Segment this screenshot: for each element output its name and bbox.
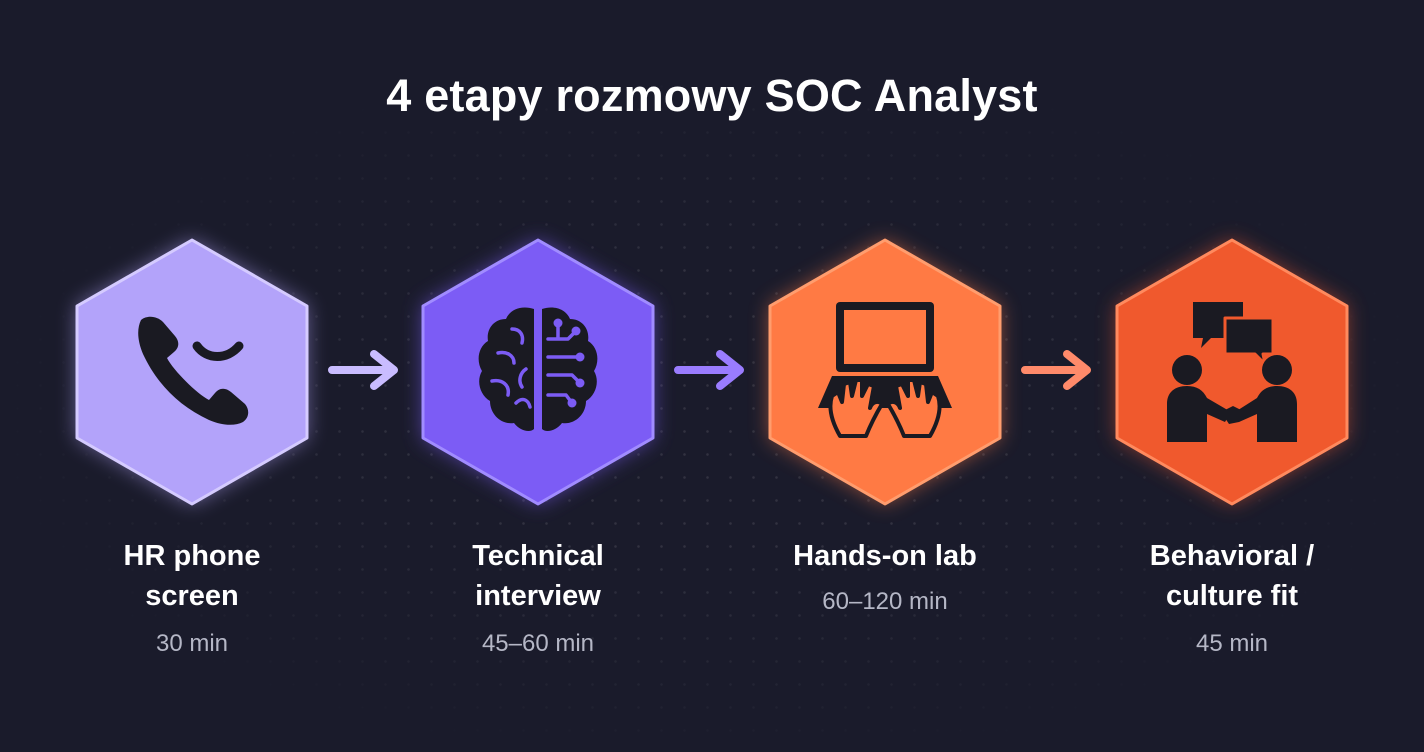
handshake-chat-icon [1167, 302, 1297, 442]
stage-duration: 45–60 min [481, 630, 595, 657]
stage-label-hands-on-lab: Hands-on lab 60–120 min [755, 536, 1015, 618]
stage-label-behavioral-culture-fit: Behavioral / culture fit 45 min [1102, 536, 1362, 660]
stage-behavioral-culture-fit-hexagon [1107, 234, 1357, 510]
stage-hands-on-lab-hexagon [760, 234, 1010, 510]
stage-name-line1: Behavioral / [1149, 540, 1315, 572]
phone-icon [138, 316, 249, 425]
stage-name-line2: culture fit [1165, 580, 1299, 612]
stage-duration: 60–120 min [822, 588, 948, 615]
stage-duration: 45 min [1195, 630, 1269, 657]
stage-label-hr-phone-screen: HR phone screen 30 min [62, 536, 322, 660]
stage-duration: 30 min [155, 630, 229, 657]
stage-name-line1: Technical [472, 540, 604, 572]
laptop-hands-icon [818, 302, 952, 438]
page-title: 4 etapy rozmowy SOC Analyst [386, 70, 1038, 121]
stage-name-line2: screen [145, 580, 239, 612]
stage-hr-phone-screen-hexagon [67, 234, 317, 510]
arrow-right-icon [674, 350, 744, 390]
stage-technical-interview-hexagon [413, 234, 663, 510]
stage-name-line1: Hands-on lab [793, 540, 977, 572]
stage-name-line1: HR phone [123, 540, 261, 572]
arrow-right-icon [328, 350, 398, 390]
brain-circuit-icon [478, 307, 598, 431]
stage-name-line2: interview [475, 580, 601, 612]
arrow-right-icon [1021, 350, 1091, 390]
stage-label-technical-interview: Technical interview 45–60 min [408, 536, 668, 660]
